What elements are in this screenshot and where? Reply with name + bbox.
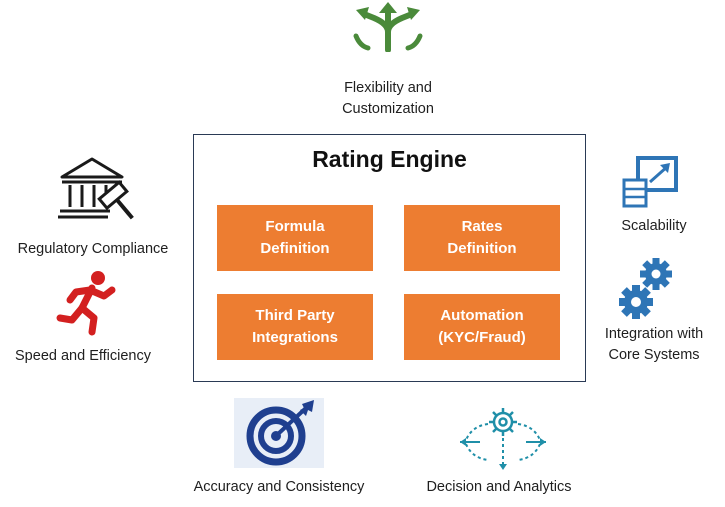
feature-flexibility-line2: Customization	[342, 101, 434, 117]
module-label-line2: Integrations	[252, 329, 338, 346]
module-label-line2: Definition	[447, 240, 517, 257]
module-third-party-integrations: Third Party Integrations	[217, 294, 373, 360]
decision-gear-icon	[460, 408, 546, 470]
module-label-line2: (KYC/Fraud)	[438, 329, 526, 346]
feature-flexibility-line1: Flexibility and	[344, 80, 432, 96]
feature-integration-core-systems: Integration with Core Systems	[592, 324, 716, 366]
feature-decision-analytics: Decision and Analytics	[426, 479, 572, 495]
module-label-line1: Formula	[265, 218, 325, 235]
feature-regulatory-compliance: Regulatory Compliance	[17, 241, 169, 257]
module-automation: Automation (KYC/Fraud)	[404, 294, 560, 360]
running-person-icon	[56, 271, 116, 336]
gears-icon	[619, 258, 672, 319]
feature-scalability: Scalability	[621, 218, 687, 234]
module-formula-definition: Formula Definition	[217, 205, 373, 271]
feature-speed-efficiency: Speed and Efficiency	[15, 348, 151, 364]
feature-integration-line1: Integration with	[604, 326, 704, 342]
split-arrows-icon	[353, 2, 423, 52]
courthouse-gavel-icon	[58, 157, 134, 220]
engine-title: Rating Engine	[312, 146, 467, 172]
rating-engine-box: Rating Engine Formula Definition Rates D…	[193, 134, 586, 382]
target-arrow-icon	[234, 398, 324, 468]
feature-integration-line2: Core Systems	[608, 347, 700, 363]
module-label-line2: Definition	[260, 240, 330, 257]
module-rates-definition: Rates Definition	[404, 205, 560, 271]
module-label-line1: Rates	[461, 218, 503, 235]
module-label-line1: Third Party	[255, 307, 335, 324]
module-label-line1: Automation	[440, 307, 524, 324]
feature-accuracy-consistency: Accuracy and Consistency	[193, 479, 365, 495]
scale-expand-icon	[622, 156, 678, 208]
feature-flexibility: Flexibility and Customization	[308, 78, 468, 120]
